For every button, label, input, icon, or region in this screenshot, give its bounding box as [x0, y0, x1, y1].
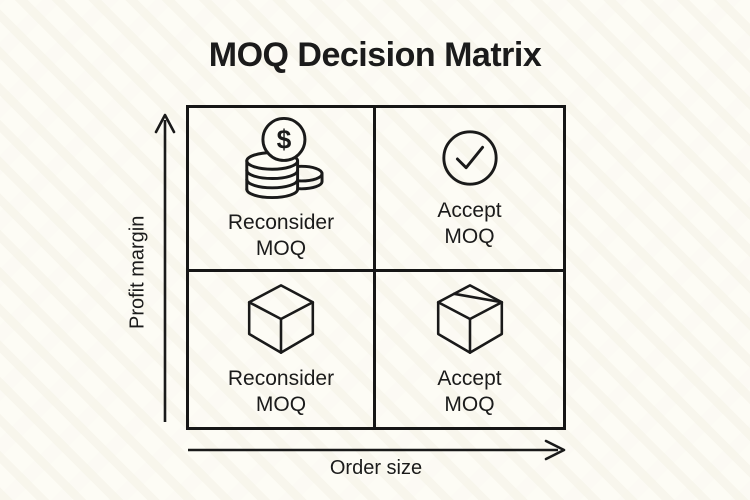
- quadrant-label: Reconsider MOQ: [227, 211, 335, 260]
- y-axis-label: Profit margin: [126, 215, 149, 329]
- quadrant-top-left: $ Reconsider MOQ: [189, 108, 376, 272]
- page-title: MOQ Decision Matrix: [208, 36, 542, 74]
- quadrant-label: Accept MOQ: [437, 199, 502, 248]
- package-box-icon: [436, 284, 503, 355]
- x-axis-label: Order size: [329, 457, 423, 479]
- quadrant-top-right: Accept MOQ: [376, 108, 563, 272]
- quadrant-label: Accept MOQ: [437, 367, 502, 416]
- dollar-sign-glyph: $: [277, 125, 292, 155]
- x-axis-arrow: [188, 439, 566, 461]
- quadrant-bottom-left: Reconsider MOQ: [189, 272, 376, 427]
- quadrant-bottom-right: Accept MOQ: [376, 272, 563, 427]
- y-axis-arrow: [154, 113, 176, 422]
- cube-outline-icon: [247, 284, 315, 355]
- decision-matrix-grid: $ Reconsider MOQ Accept MOQ: [186, 105, 566, 430]
- coin-stack-icon: $: [245, 117, 324, 200]
- check-circle-icon: [441, 130, 498, 186]
- quadrant-label: Reconsider MOQ: [227, 367, 335, 416]
